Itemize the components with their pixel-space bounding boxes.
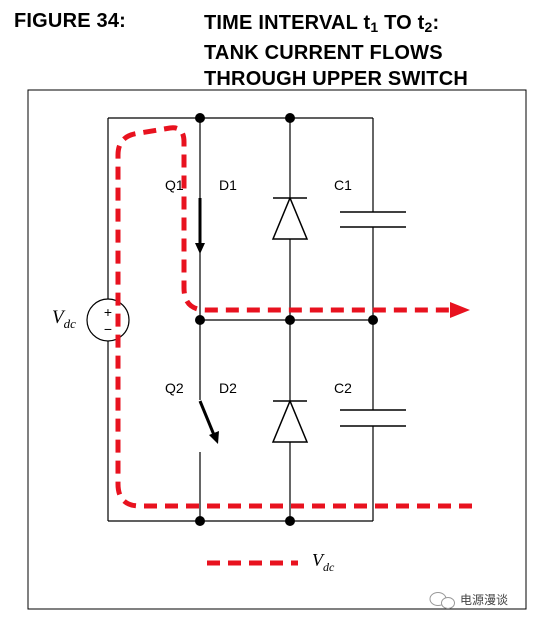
figure-label: FIGURE 34: <box>14 10 127 32</box>
junction-dot <box>285 315 295 325</box>
dc-voltage-source: + − Vdc <box>52 298 130 342</box>
d2-diode <box>271 399 309 443</box>
legend-label: Vdc <box>312 550 335 574</box>
junction-dot <box>285 516 295 526</box>
source-circle <box>86 298 130 342</box>
watermark: 电源漫谈 <box>429 592 508 609</box>
c1-label: C1 <box>334 177 352 193</box>
c1-capacitor <box>340 211 406 228</box>
junction-dot <box>195 113 205 123</box>
source-label: Vdc <box>52 307 76 331</box>
figure-border <box>27 89 527 610</box>
q1-label: Q1 <box>165 177 184 193</box>
title-line-3: THROUGH UPPER SWITCH <box>204 68 468 90</box>
title-line-1: TIME INTERVAL t1 TO t2: <box>204 12 440 35</box>
d2-label: D2 <box>219 380 237 396</box>
q2-switch <box>198 400 219 444</box>
junction-dot <box>285 113 295 123</box>
circuit-wires <box>107 117 374 522</box>
figure-header: FIGURE 34: TIME INTERVAL t1 TO t2: TANK … <box>14 10 524 90</box>
junction-dot <box>368 315 378 325</box>
current-path-loop <box>115 125 472 509</box>
q1-switch <box>195 198 205 254</box>
figure-title: TIME INTERVAL t1 TO t2: TANK CURRENT FLO… <box>204 10 468 92</box>
q1-arrowhead <box>195 243 205 254</box>
q2-blade <box>198 400 216 436</box>
legend: Vdc <box>207 550 335 574</box>
watermark-text: 电源漫谈 <box>460 593 508 607</box>
d1-triangle <box>271 196 309 240</box>
junction-dots <box>195 113 378 526</box>
c2-label: C2 <box>334 380 352 396</box>
title-line-2: TANK CURRENT FLOWS <box>204 42 443 64</box>
current-path-arrowhead <box>450 302 470 318</box>
chat-bubble-icon <box>429 592 455 609</box>
tank-current-path <box>115 125 472 509</box>
source-minus-sign: − <box>104 321 112 337</box>
d1-label: D1 <box>219 177 237 193</box>
q2-arrowhead <box>209 431 219 444</box>
junction-dot <box>195 516 205 526</box>
d2-triangle <box>271 399 309 443</box>
d1-diode <box>271 196 309 240</box>
q2-label: Q2 <box>165 380 184 396</box>
source-plus-sign: + <box>104 304 112 320</box>
junction-dot <box>195 315 205 325</box>
c2-capacitor <box>340 409 406 427</box>
